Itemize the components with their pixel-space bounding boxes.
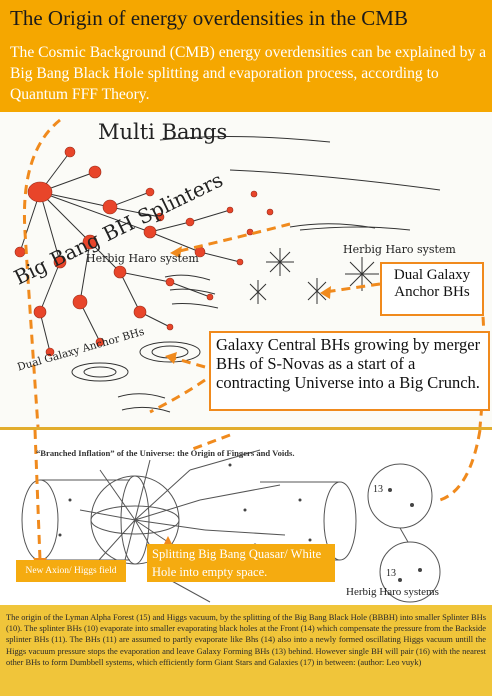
label-multi-bangs: Multi Bangs <box>98 120 228 144</box>
branch-lines-secondary <box>39 191 201 313</box>
star-shape <box>266 248 294 276</box>
connector <box>399 527 409 543</box>
galaxy-spiral <box>83 366 117 378</box>
arrow-head <box>170 246 182 258</box>
label-herbig-haro-right: Herbig Haro system <box>343 243 456 256</box>
galaxy-spiral <box>139 341 201 363</box>
page-title: The Origin of energy overdensities in th… <box>10 6 408 30</box>
node-ball <box>95 337 105 347</box>
quasar-white-hole-label: Splitting Big Bang Quasar/ White Hole in… <box>147 544 335 582</box>
dot <box>410 503 414 507</box>
dot <box>388 488 392 492</box>
node-ball <box>266 208 274 216</box>
branch-lines <box>19 151 151 273</box>
node-ball <box>64 146 76 158</box>
right-circle-bottom <box>379 541 441 603</box>
dashed-arrow <box>149 378 206 414</box>
dot <box>418 568 422 572</box>
inflation-title: “Branched Inflation” of the Universe: th… <box>36 448 295 458</box>
star-shape <box>345 257 379 291</box>
dashed-arrow-down <box>33 430 42 561</box>
footer-text: The origin of the Lyman Alpha Forest (15… <box>6 612 486 667</box>
dot <box>308 538 312 542</box>
label-13-top: 13 <box>373 484 383 495</box>
sketch-scribble-line <box>299 226 411 231</box>
node-ball <box>45 347 55 357</box>
header-banner: The Origin of energy overdensities in th… <box>0 0 492 112</box>
cylinder-body <box>40 479 130 561</box>
galaxy-spiral <box>71 362 129 382</box>
quasar-equator <box>90 505 180 535</box>
node-ball <box>145 187 155 197</box>
dual-galaxy-anchor-box: Dual Galaxy Anchor BHs <box>380 262 484 316</box>
star-shape <box>249 280 267 304</box>
node-ball <box>250 190 258 198</box>
sketch-drawing <box>14 118 486 427</box>
node-ball <box>113 265 127 279</box>
label-herbig-haro-left: Herbig Haro system <box>86 252 199 265</box>
node-ball <box>27 181 53 203</box>
dot <box>68 498 72 502</box>
axion-higgs-label: New Axion/ Higgs field <box>16 560 126 582</box>
node-ball <box>72 294 88 310</box>
dashed-arrow-long <box>22 118 61 427</box>
dot <box>58 533 62 537</box>
node-ball <box>33 305 47 319</box>
label-13-bottom: 13 <box>386 568 396 579</box>
page-subtitle: The Cosmic Background (CMB) energy overd… <box>10 44 487 103</box>
node-ball <box>185 217 195 227</box>
node-ball <box>88 165 102 179</box>
label-herbig-haro-systems: Herbig Haro systems <box>346 586 439 598</box>
right-cylinder-end <box>323 481 357 561</box>
node-ball <box>133 305 147 319</box>
dashed-arrow <box>189 433 231 452</box>
cylinder-end <box>21 479 59 561</box>
quasar-meridian <box>120 475 150 565</box>
sketch-scribble-line <box>229 169 441 191</box>
handwriting-scribble <box>117 393 171 413</box>
handwriting-scribble <box>289 223 376 229</box>
dashed-arrow <box>174 222 291 254</box>
node-ball <box>166 323 174 331</box>
dot <box>228 463 232 467</box>
node-ball <box>226 206 234 214</box>
node-ball <box>206 293 214 301</box>
arrow-head <box>165 352 177 364</box>
galaxy-central-bhs-box: Galaxy Central BHs growing by merger BHs… <box>209 331 490 411</box>
dashed-arrow <box>324 282 381 294</box>
footer-caption: The origin of the Lyman Alpha Forest (15… <box>0 605 492 696</box>
node-ball <box>143 225 157 239</box>
node-ball <box>14 246 26 258</box>
node-ball <box>53 255 67 269</box>
sketch-scribble-line <box>159 135 331 143</box>
node-ball <box>102 199 118 215</box>
dashed-arrow <box>169 355 206 369</box>
node-ball <box>236 258 244 266</box>
dot <box>298 498 302 502</box>
right-circle-top <box>367 463 433 529</box>
dot <box>398 578 402 582</box>
node-ball <box>155 212 165 222</box>
node-ball <box>165 277 175 287</box>
arrow-head <box>320 286 331 299</box>
node-ball <box>82 234 98 250</box>
quasar-rays-outer <box>169 449 286 603</box>
star-shape <box>307 278 327 304</box>
handwriting-scribble <box>164 274 219 309</box>
node-ball <box>246 228 254 236</box>
dot <box>243 508 247 512</box>
dashed-arrow-right <box>439 430 482 502</box>
